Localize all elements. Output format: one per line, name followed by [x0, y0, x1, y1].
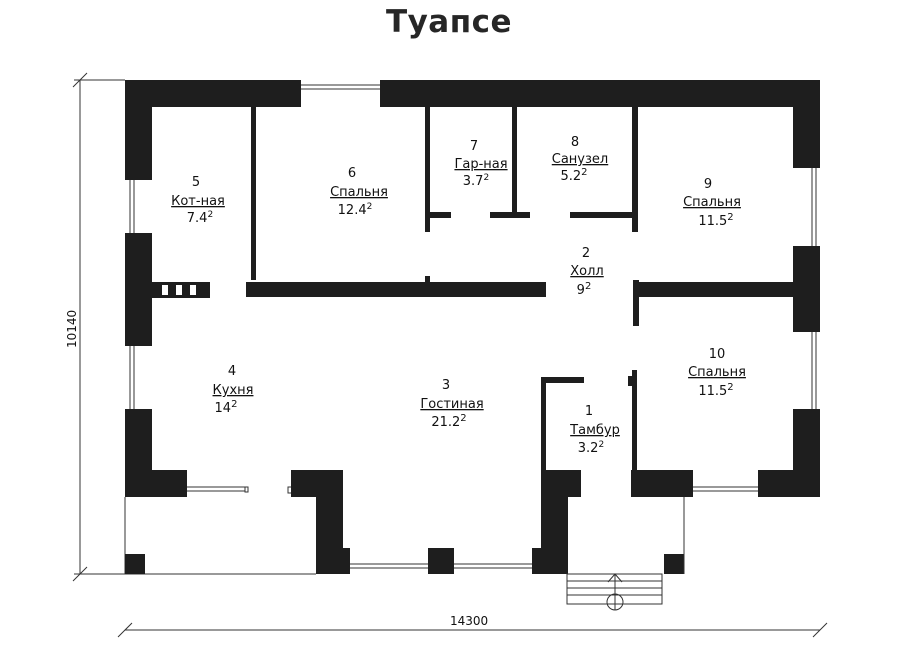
- plan-title: Туапсе: [385, 4, 513, 40]
- svg-text:Гостиная: Гостиная: [420, 397, 483, 412]
- wall-porch-right: [631, 470, 693, 497]
- room-label-3: 3 Гостиная 21.22: [420, 378, 483, 430]
- wall-right-middle: [793, 246, 820, 332]
- wall-9-10: [638, 282, 793, 297]
- room-label-4: 4 Кухня 142: [213, 364, 254, 416]
- svg-text:2: 2: [582, 246, 590, 261]
- svg-text:Спальня: Спальня: [688, 365, 746, 380]
- svg-text:Спальня: Спальня: [330, 185, 388, 200]
- svg-text:6: 6: [348, 166, 356, 181]
- wall-hall-north: [246, 282, 546, 297]
- room-label-8: 8 Санузел 5.22: [552, 135, 608, 184]
- svg-text:7: 7: [470, 139, 478, 154]
- svg-text:Санузел: Санузел: [552, 152, 608, 167]
- entrance-marker: [606, 593, 624, 611]
- svg-text:11.52: 11.52: [698, 382, 733, 399]
- room-label-7: 7 Гар-ная 3.72: [454, 139, 507, 189]
- svg-text:4: 4: [228, 364, 236, 379]
- svg-text:9: 9: [704, 177, 712, 192]
- svg-text:5: 5: [192, 175, 200, 190]
- wall-5-6: [251, 107, 256, 280]
- svg-text:7.42: 7.42: [187, 210, 213, 226]
- svg-text:3: 3: [442, 378, 450, 393]
- wall-7-left: [425, 107, 430, 232]
- svg-text:21.22: 21.22: [431, 413, 466, 430]
- wall-top-right: [380, 80, 820, 107]
- wall-10-left: [632, 370, 637, 470]
- room-label-10: 10 Спальня 11.52: [688, 347, 746, 399]
- dim-width-label: 14300: [450, 614, 488, 628]
- wall-8-9: [632, 107, 638, 232]
- wall-7-8: [512, 107, 517, 218]
- wall-right-upper: [793, 80, 820, 168]
- svg-text:3.22: 3.22: [578, 440, 604, 456]
- svg-text:Спальня: Спальня: [683, 195, 741, 210]
- svg-text:3.72: 3.72: [463, 173, 489, 189]
- room-label-6: 6 Спальня 12.42: [330, 166, 388, 218]
- wall-left-middle: [125, 233, 152, 346]
- svg-text:11.52: 11.52: [698, 212, 733, 229]
- room-label-9: 9 Спальня 11.52: [683, 177, 741, 229]
- svg-text:Холл: Холл: [570, 264, 603, 279]
- svg-text:Кухня: Кухня: [213, 383, 254, 398]
- room-label-1: 1 Тамбур 3.22: [569, 404, 620, 456]
- room-label-5: 5 Кот-ная 7.42: [171, 175, 225, 226]
- svg-text:Гар-ная: Гар-ная: [454, 157, 507, 172]
- wall-tambur-left: [541, 377, 546, 477]
- dim-height-label: 10140: [65, 310, 79, 348]
- wall-top-left: [125, 80, 301, 107]
- svg-text:12.42: 12.42: [338, 202, 373, 218]
- svg-text:Тамбур: Тамбур: [569, 423, 620, 438]
- svg-text:1: 1: [585, 404, 593, 419]
- svg-text:5.22: 5.22: [560, 167, 587, 184]
- svg-text:92: 92: [577, 281, 592, 298]
- svg-text:Кот-ная: Кот-ная: [171, 194, 225, 209]
- svg-text:142: 142: [215, 399, 238, 416]
- wall-living-mid-pier: [428, 548, 454, 574]
- room-label-2: 2 Холл 92: [570, 246, 603, 298]
- svg-text:10: 10: [709, 347, 726, 362]
- svg-text:8: 8: [571, 135, 579, 150]
- wall-left-upper: [125, 80, 152, 180]
